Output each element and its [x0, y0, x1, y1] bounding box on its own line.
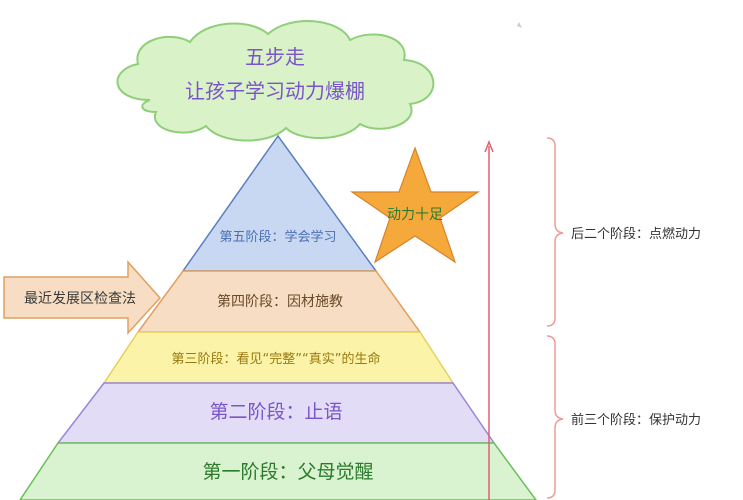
- level-3-label: 第三阶段：看见“完整”“真实”的生命: [172, 351, 381, 367]
- level-1-label: 第一阶段：父母觉醒: [202, 461, 373, 483]
- star-shape: [350, 146, 480, 264]
- side-arrow-label: 最近发展区检查法: [24, 291, 136, 307]
- cursor-mark: [517, 22, 522, 28]
- level-1-shape: [19, 442, 537, 500]
- bracket-upper: [546, 137, 564, 327]
- side-arrow-shape: [3, 260, 162, 335]
- level-5-shape: [181, 134, 378, 272]
- bracket-lower-label: 前三个阶段：保护动力: [571, 412, 701, 428]
- bracket-upper-label: 后二个阶段：点燃动力: [571, 226, 701, 242]
- level-4-label: 第四阶段：因材施教: [217, 293, 343, 310]
- level-2-label: 第二阶段：止语: [209, 401, 342, 423]
- bracket-lower: [546, 335, 564, 499]
- star-label: 动力十足: [387, 207, 443, 223]
- cloud-shape: [116, 20, 435, 142]
- level-5-label: 第五阶段：学会学习: [219, 229, 336, 245]
- vertical-arrow: [484, 139, 494, 500]
- cloud-title-line1: 五步走: [245, 45, 305, 69]
- cloud-title-line2: 让孩子学习动力爆棚: [185, 79, 365, 103]
- vertical-arrow-head: [484, 139, 494, 153]
- title-cloud: 五步走 让孩子学习动力爆棚: [116, 20, 435, 142]
- motivation-star: 动力十足: [350, 146, 480, 264]
- zpd-arrow-callout: 最近发展区检查法: [3, 260, 162, 335]
- stage-brackets: 后二个阶段：点燃动力 前三个阶段：保护动力: [546, 137, 701, 499]
- pyramid: 第五阶段：学会学习 第四阶段：因材施教 第三阶段：看见“完整”“真实”的生命 第…: [19, 134, 537, 500]
